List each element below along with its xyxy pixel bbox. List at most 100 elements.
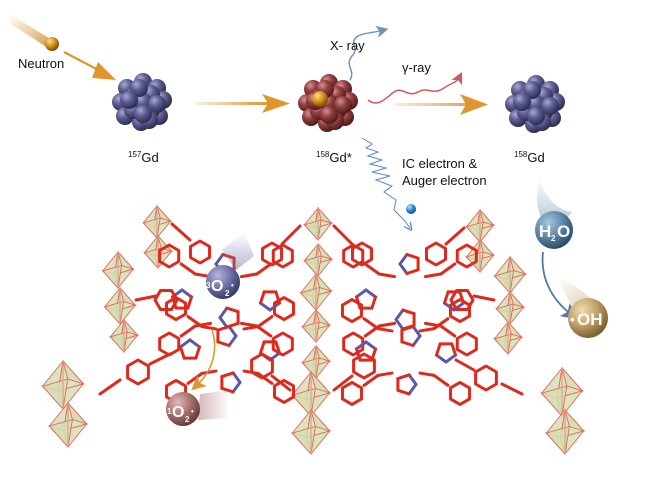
bond — [376, 327, 394, 333]
phenyl-ring — [455, 331, 478, 357]
triplet-oxygen: 3 O 2 • — [206, 232, 254, 299]
phenyl-ring — [342, 243, 365, 269]
phenyl-ring — [448, 380, 472, 406]
octahedron-face — [507, 321, 524, 339]
nucleon — [527, 107, 545, 125]
phenyl-ring — [250, 352, 274, 380]
gd-octahedron — [300, 308, 332, 344]
pyrrole-bond — [231, 380, 242, 394]
pyrrole-bond — [370, 295, 378, 310]
gd-octahedron — [103, 286, 137, 326]
bond — [423, 272, 443, 279]
pyrrole-bond — [216, 340, 231, 348]
bond — [242, 325, 260, 331]
pyrrole-bond — [405, 252, 420, 260]
octahedron-face — [310, 371, 332, 394]
pyrrole-bond — [401, 308, 416, 316]
octahedron-face — [291, 387, 316, 418]
xray-wave — [348, 25, 389, 81]
gd158-nucleus — [505, 75, 565, 133]
pyrrole-bond — [405, 268, 420, 276]
gd-octahedron — [302, 206, 334, 242]
phenyl-ring — [272, 296, 296, 322]
octahedron-face — [103, 300, 125, 326]
octahedron-face — [303, 255, 322, 278]
octahedron-face — [315, 273, 333, 293]
bond — [200, 369, 218, 375]
gd158-excited-nucleus — [298, 74, 358, 132]
bond — [179, 262, 197, 276]
gd-octahedron — [41, 359, 85, 411]
gd-octahedron — [290, 370, 332, 418]
phenyl-ring — [352, 352, 376, 380]
gd157-label: 157Gd — [128, 150, 159, 165]
pyrrole-bond — [354, 288, 368, 299]
gd-octahedron — [47, 401, 89, 449]
triplet-oxygen-symbol: O — [211, 278, 223, 295]
phenyl-ring — [158, 331, 181, 357]
ic-electron-label-line1: IC electron & — [402, 156, 477, 171]
pyrrole-bond — [214, 252, 225, 266]
octahedron-face — [299, 286, 321, 312]
octahedron-face — [301, 321, 320, 344]
octahedron-face — [317, 243, 334, 261]
water-to-hydroxyl-arrow — [541, 251, 578, 320]
nucleon — [120, 91, 138, 109]
octahedron-face — [142, 217, 161, 240]
bond — [239, 321, 259, 328]
nucleon — [513, 93, 531, 111]
pyrrole-bond — [450, 342, 458, 357]
bond — [500, 382, 524, 396]
gd158-excited-label: 158Gd* — [316, 150, 352, 165]
pyrrole-bond — [188, 338, 202, 349]
triplet-oxygen-superscript: 3 — [206, 281, 211, 290]
phenyl-ring — [455, 243, 478, 269]
pyrrole-bond — [398, 262, 409, 276]
nucleon — [523, 81, 541, 99]
octahedron-face — [117, 251, 135, 271]
octahedron-face — [545, 425, 570, 456]
pyrrole-bond — [364, 288, 378, 299]
octahedron-face — [123, 319, 140, 337]
mof-framework — [41, 204, 586, 456]
pyrrole-bond — [400, 340, 415, 348]
xray-label: X- ray — [330, 38, 365, 53]
nucleon — [134, 105, 152, 123]
octahedron-face — [310, 409, 332, 432]
bond — [363, 262, 381, 276]
pyrrole-bond — [258, 301, 272, 312]
octahedron-face — [67, 402, 89, 425]
captured-neutron — [312, 91, 328, 107]
triplet-oxygen-subscript: 2 — [225, 289, 230, 298]
bond — [193, 321, 213, 328]
water-h-symbol: H — [539, 222, 551, 241]
pyrrole-bond — [364, 340, 378, 351]
pyrrole-bond — [274, 340, 282, 355]
octahedron-face — [119, 287, 137, 307]
phenyl-ring — [474, 364, 498, 392]
octahedron-face — [303, 219, 322, 242]
octahedron-face — [561, 367, 584, 392]
octahedron-face — [62, 360, 85, 385]
phenyl-ring — [271, 331, 294, 357]
octahedron-face — [465, 221, 484, 244]
pyrrole-bond — [434, 342, 442, 357]
phenyl-ring — [342, 331, 365, 357]
gd-octahedron — [494, 290, 526, 326]
bond — [454, 358, 476, 372]
ic-electron-wave — [361, 137, 410, 228]
gd-octahedron — [101, 250, 135, 290]
pyrrole-bond — [401, 323, 416, 331]
singlet-oxygen-superscript: 1 — [167, 407, 172, 416]
pyrrole-bond — [218, 306, 229, 320]
neutron-capture-arrow — [63, 51, 116, 80]
phenyl-ring — [188, 239, 212, 265]
singlet-oxygen-subscript: 2 — [185, 415, 190, 424]
octahedron-face — [101, 264, 123, 290]
gd-octahedron — [302, 242, 334, 278]
pyrrole-bond — [218, 316, 229, 329]
gd-octahedron — [544, 408, 586, 456]
phenyl-ring — [158, 243, 181, 269]
bond — [332, 374, 354, 392]
phenyl-ring — [126, 358, 150, 386]
